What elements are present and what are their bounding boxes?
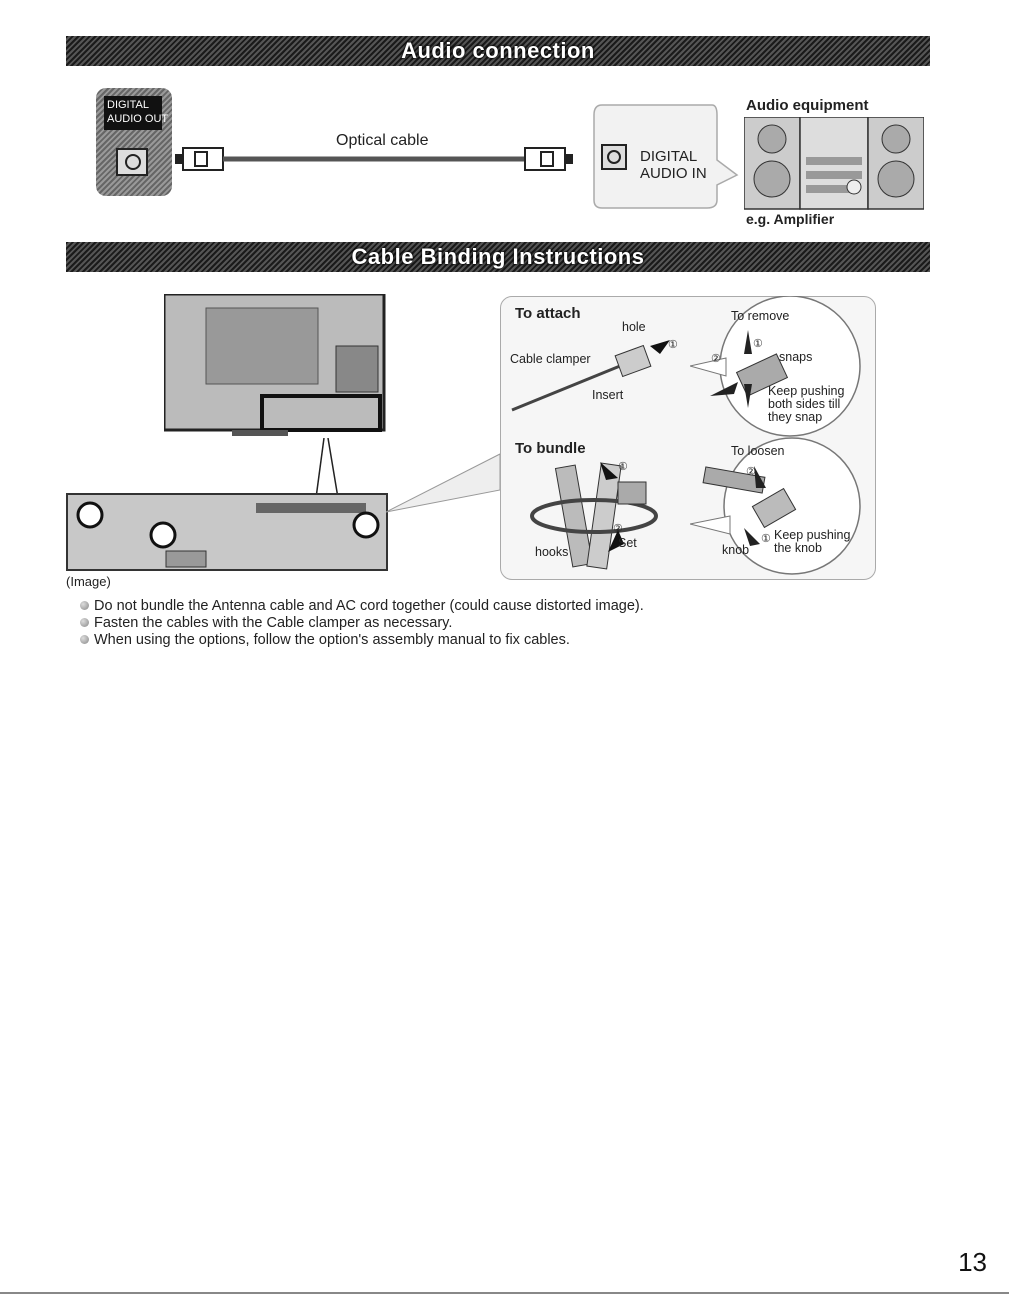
amplifier-icon	[744, 117, 924, 210]
note-text: When using the options, follow the optio…	[94, 632, 570, 648]
digital-in-label-2: AUDIO IN	[640, 165, 707, 182]
to-attach-heading: To attach	[515, 305, 581, 322]
notes-list: Do not bundle the Antenna cable and AC c…	[80, 598, 644, 649]
loosen-instruction-1: Keep pushing	[774, 528, 851, 542]
optical-port-icon	[116, 148, 148, 176]
remove-step-1: ①	[753, 338, 763, 350]
note-item: When using the options, follow the optio…	[80, 632, 644, 649]
remove-instruction-1: Keep pushing	[768, 384, 845, 398]
bullet-icon	[80, 601, 89, 610]
optical-cable-graphic	[175, 147, 573, 171]
to-remove-heading: To remove	[731, 309, 790, 323]
hooks-label: hooks	[535, 545, 569, 559]
note-text: Fasten the cables with the Cable clamper…	[94, 615, 453, 631]
note-item: Fasten the cables with the Cable clamper…	[80, 615, 644, 632]
remove-step-2: ②	[711, 353, 721, 365]
cable-clamper-attach-illustration	[511, 340, 670, 412]
audio-equipment-label: Audio equipment	[746, 97, 869, 114]
insert-label: Insert	[592, 388, 624, 402]
loosen-instruction-2: the knob	[774, 541, 822, 555]
snaps-label: snaps	[779, 350, 813, 364]
note-text: Do not bundle the Antenna cable and AC c…	[94, 598, 644, 614]
to-bundle-heading: To bundle	[515, 440, 586, 457]
bullet-icon	[80, 635, 89, 644]
audio-connection-title: Audio connection	[401, 38, 595, 63]
digital-audio-out-port: DIGITAL AUDIO OUT	[96, 88, 172, 196]
bundle-step-2: ②	[613, 523, 623, 535]
note-item: Do not bundle the Antenna cable and AC c…	[80, 598, 644, 615]
remove-instruction-3: they snap	[768, 410, 823, 424]
knob-label: knob	[722, 543, 750, 557]
digital-audio-in-callout	[593, 104, 739, 209]
bundle-illustration	[530, 462, 658, 570]
attach-step-1: ①	[668, 339, 678, 351]
bullet-icon	[80, 618, 89, 627]
to-loosen-circle	[690, 437, 861, 575]
digital-in-label-1: DIGITAL	[640, 148, 698, 165]
example-amplifier-label: e.g. Amplifier	[746, 211, 835, 227]
port-label-box: DIGITAL AUDIO OUT	[104, 96, 168, 130]
cable-binding-title: Cable Binding Instructions	[351, 244, 645, 269]
optical-cable-label: Optical cable	[336, 132, 429, 149]
bundle-step-1: ①	[618, 461, 628, 473]
panel-pointer	[386, 453, 501, 513]
cable-clamper-label: Cable clamper	[510, 352, 591, 366]
loosen-step-1: ①	[761, 533, 771, 545]
image-caption: (Image)	[66, 574, 111, 589]
audio-connection-banner: Audio connection	[66, 36, 930, 66]
zoom-lines	[315, 438, 339, 499]
to-loosen-heading: To loosen	[731, 444, 785, 458]
hole-label: hole	[622, 320, 646, 334]
page-number: 13	[958, 1247, 987, 1277]
to-remove-circle	[690, 296, 861, 437]
set-label: Set	[618, 536, 637, 550]
loosen-step-2: ②	[746, 466, 756, 478]
remove-instruction-2: both sides till	[768, 397, 841, 411]
cable-binding-banner: Cable Binding Instructions	[66, 242, 930, 272]
tv-terminal-zoom	[66, 493, 388, 571]
tv-rear-image	[164, 294, 386, 436]
bottom-rule	[0, 1292, 1009, 1294]
